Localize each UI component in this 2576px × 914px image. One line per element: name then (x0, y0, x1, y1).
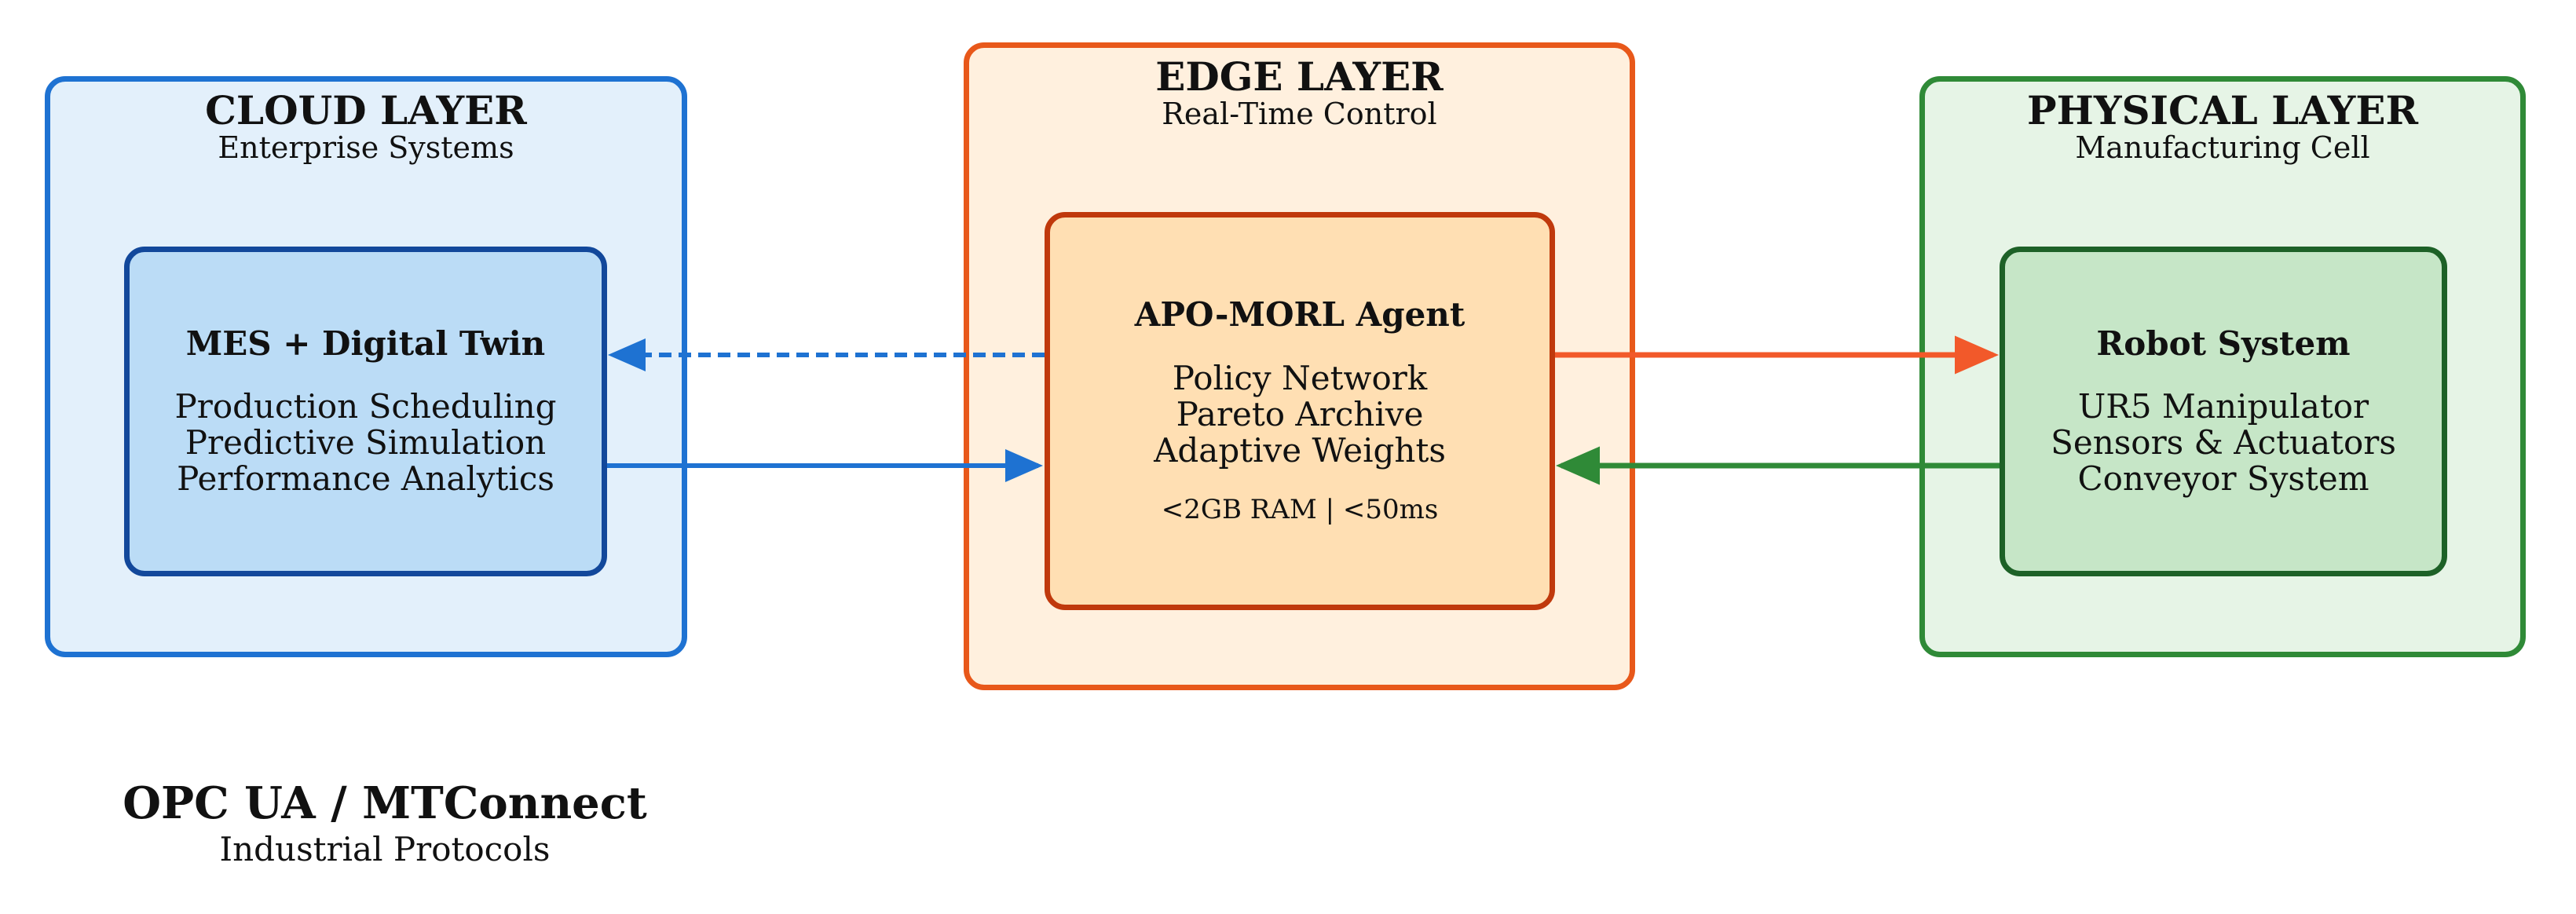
robot-component: UR5 Manipulator (2077, 387, 2369, 426)
mes-functions: Production Scheduling Predictive Simulat… (174, 389, 556, 497)
agent-modules: Policy Network Pareto Archive Adaptive W… (1154, 360, 1446, 469)
robot-component: Conveyor System (2077, 459, 2369, 499)
apo-morl-agent-box: APO-MORL Agent Policy Network Pareto Arc… (1045, 212, 1555, 610)
cloud-layer-subtitle: Enterprise Systems (218, 130, 514, 165)
mes-function: Production Scheduling (174, 387, 557, 426)
mes-function: Performance Analytics (177, 459, 554, 499)
protocol-subtitle: Industrial Protocols (219, 830, 551, 868)
robot-system-box: Robot System UR5 Manipulator Sensors & A… (2000, 247, 2447, 576)
mes-function: Predictive Simulation (185, 423, 547, 462)
edge-layer-subtitle: Real-Time Control (1162, 97, 1437, 131)
mes-digital-twin-box: MES + Digital Twin Production Scheduling… (124, 247, 607, 576)
protocol-label: OPC UA / MTConnect Industrial Protocols (86, 781, 683, 866)
protocol-title: OPC UA / MTConnect (123, 777, 647, 829)
physical-layer-title: PHYSICAL LAYER (2027, 87, 2418, 133)
robot-component: Sensors & Actuators (2051, 423, 2396, 462)
robot-title: Robot System (2096, 324, 2351, 363)
mes-title: MES + Digital Twin (185, 324, 546, 363)
agent-module: Adaptive Weights (1154, 430, 1446, 470)
robot-components: UR5 Manipulator Sensors & Actuators Conv… (2051, 389, 2396, 497)
agent-title: APO-MORL Agent (1134, 295, 1465, 335)
agent-module: Policy Network (1172, 358, 1428, 397)
edge-layer-title: EDGE LAYER (1155, 53, 1444, 100)
agent-module: Pareto Archive (1176, 394, 1424, 433)
cloud-layer-title: CLOUD LAYER (205, 87, 527, 133)
agent-specs: <2GB RAM | <50ms (1161, 493, 1439, 525)
physical-layer-subtitle: Manufacturing Cell (2075, 130, 2370, 165)
